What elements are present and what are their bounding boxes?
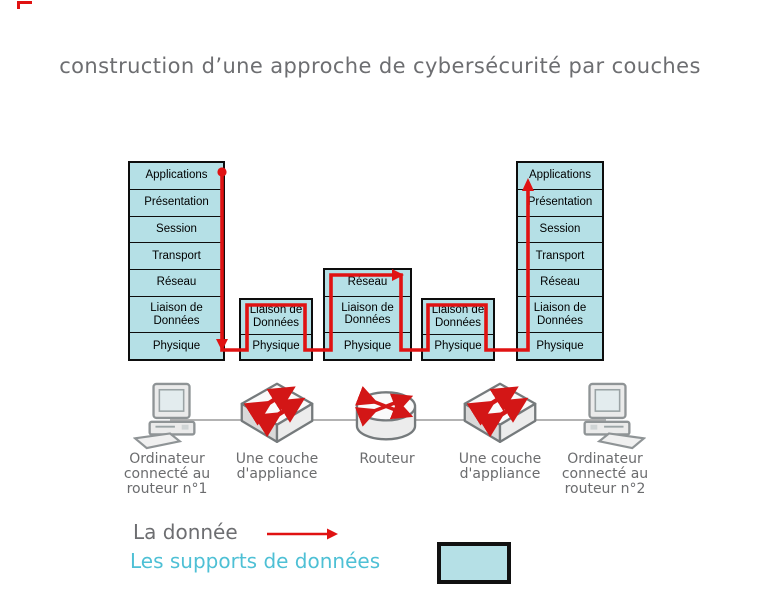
layer-cell: Applications (145, 169, 208, 182)
layer-cell: Session (130, 215, 223, 243)
device-label-appliance-1: Une couche d'appliance (235, 451, 319, 482)
network-switch-icon (240, 382, 314, 443)
layer-cell: Session (518, 215, 602, 243)
page-title: construction d’une approche de cybersécu… (59, 54, 701, 78)
osi-stack-appliance-2: Liaison de Données Physique (421, 298, 495, 361)
layer-cell: Transport (518, 242, 602, 269)
router-icon (355, 386, 417, 441)
layer-cell: Liaison de Données (249, 303, 303, 329)
layer-cell: Réseau (130, 269, 223, 296)
osi-stack-host-1: Applications Présentation Session Transp… (128, 161, 225, 361)
layer-cell: Physique (130, 332, 223, 359)
layer-cell: Physique (518, 332, 602, 359)
osi-stack-router: Réseau Liaison de Données Physique (323, 268, 412, 361)
layer-cell: Liaison de Données (431, 303, 485, 329)
slide-corner-mark (17, 1, 32, 9)
layer-cell: Applications (528, 169, 591, 182)
layer-cell: Liaison de Données (518, 295, 602, 333)
layer-cell: Transport (130, 242, 223, 269)
layer-cell: Liaison de Données (325, 295, 410, 333)
layer-cell: Présentation (518, 188, 602, 216)
layer-cell: Physique (423, 333, 493, 359)
layer-cell: Réseau (347, 276, 388, 289)
device-label-computer-1: Ordinateur connecté au routeur n°1 (123, 451, 211, 497)
legend-data-label: La donnée (133, 520, 238, 544)
desktop-computer-icon (133, 382, 196, 450)
layer-cell: Réseau (518, 269, 602, 296)
legend-supports-label: Les supports de données (130, 549, 381, 573)
osi-stack-appliance-1: Liaison de Données Physique (239, 298, 313, 361)
layer-cell: Liaison de Données (130, 295, 223, 333)
device-label-computer-2: Ordinateur connecté au routeur n°2 (561, 451, 649, 497)
legend-support-swatch (437, 542, 511, 584)
legend-arrow-icon (267, 528, 338, 540)
device-label-appliance-2: Une couche d'appliance (458, 451, 542, 482)
layer-cell: Physique (241, 333, 311, 359)
osi-stack-host-2: Applications Présentation Session Transp… (516, 161, 604, 361)
desktop-computer-icon (583, 382, 646, 450)
layer-cell: Physique (325, 332, 410, 359)
layer-cell: Présentation (130, 188, 223, 216)
network-switch-icon (463, 382, 537, 443)
device-label-router: Routeur (359, 451, 415, 467)
